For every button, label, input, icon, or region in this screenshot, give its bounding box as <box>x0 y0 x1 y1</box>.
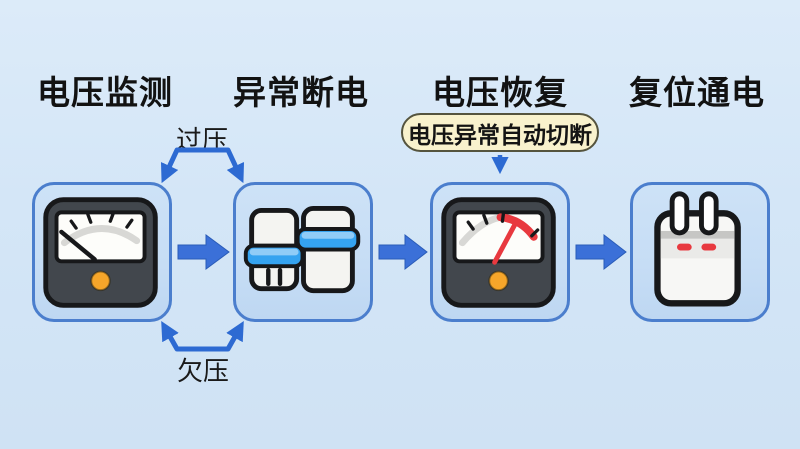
analog-voltmeter-normal-icon <box>43 197 158 308</box>
undervoltage-connector-arrow <box>161 321 244 352</box>
auto-cutoff-badge: 电压异常自动切断 <box>401 113 599 152</box>
handle-highlight <box>249 248 299 256</box>
plug-stripe <box>660 230 735 239</box>
overvoltage-label: 过压 <box>175 125 228 155</box>
step-title-abnormal-cutoff: 异常断电 <box>233 74 369 111</box>
step-title-reset-power-on: 复位通电 <box>629 74 765 111</box>
handle-highlight <box>301 231 355 239</box>
plug-band <box>660 238 735 259</box>
analog-voltmeter-overload-icon <box>441 197 556 308</box>
step-box-voltage-monitoring <box>32 182 172 322</box>
meter-dial <box>54 210 147 264</box>
undervoltage-label: 欠压 <box>176 356 229 386</box>
breaker-prongs <box>266 267 283 286</box>
meter-knob <box>90 270 111 292</box>
step-title-voltage-recovery: 电压恢复 <box>432 74 568 111</box>
step-box-abnormal-cutoff <box>233 182 373 322</box>
flow-arrow-2 <box>378 233 428 271</box>
dial-ticks <box>466 211 540 238</box>
breaker-right-handle <box>295 227 361 252</box>
meter-knob <box>488 270 509 292</box>
power-plug-reset-icon <box>654 191 741 307</box>
red-dash-left <box>677 243 692 251</box>
plug-prong-left <box>669 191 690 236</box>
dial-ticks <box>69 211 134 230</box>
flow-arrow-3 <box>575 233 627 271</box>
meter-needle-red <box>492 219 519 265</box>
plug-prong-right <box>699 191 719 236</box>
red-dash-right <box>701 243 717 251</box>
meter-needle <box>59 229 97 262</box>
flow-arrow-1 <box>177 234 230 270</box>
step-box-reset-power-on <box>630 182 770 322</box>
step-box-voltage-recovery <box>430 182 570 322</box>
breaker-switches-icon <box>243 206 361 294</box>
step-title-voltage-monitoring: 电压监测 <box>37 74 173 111</box>
